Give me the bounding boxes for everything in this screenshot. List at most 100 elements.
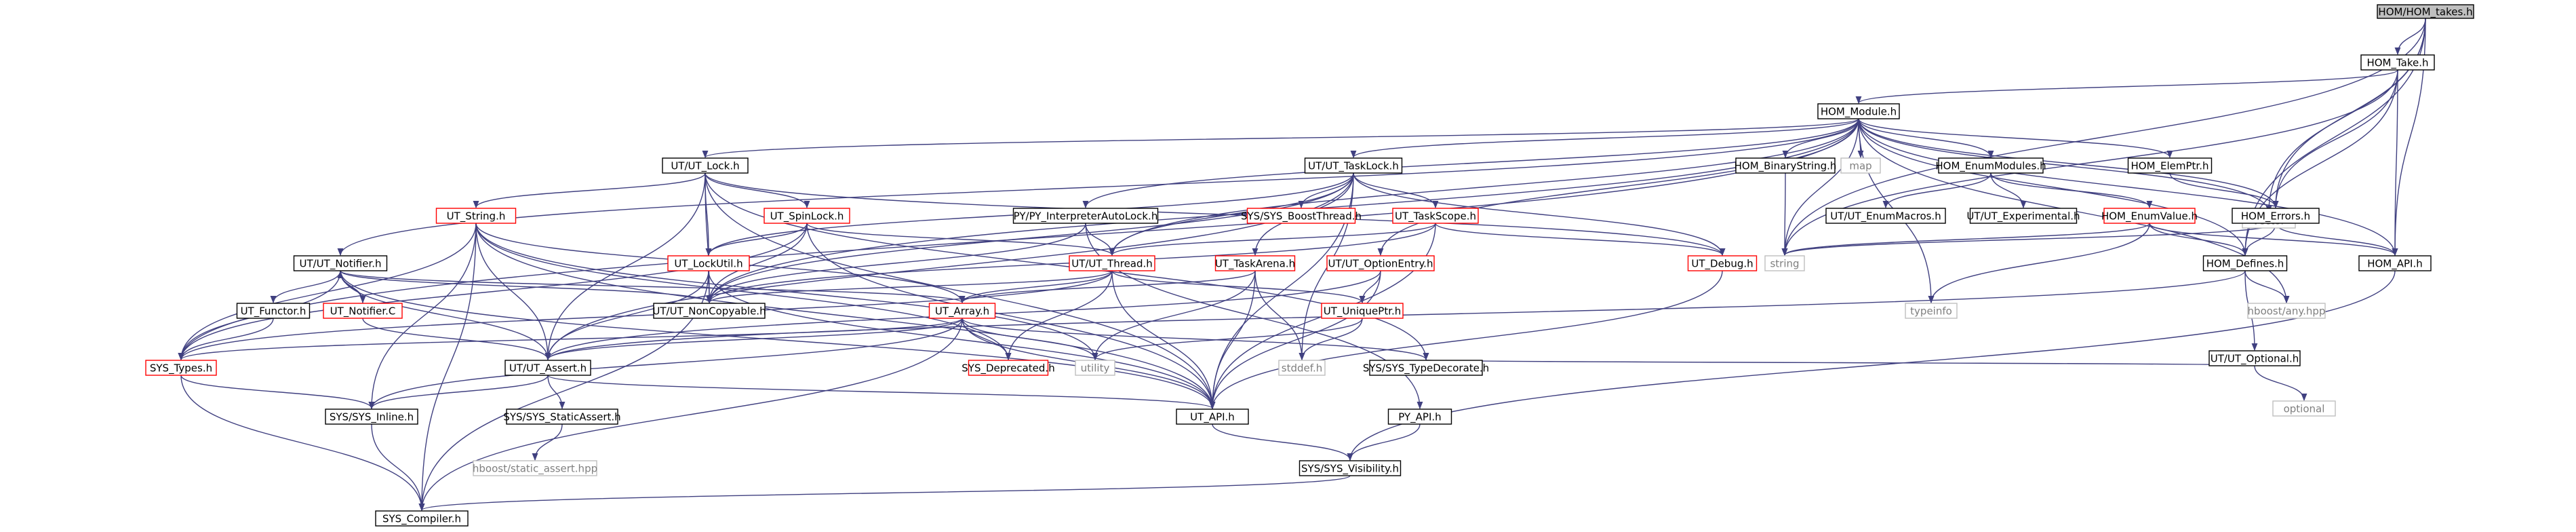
edge-notifier-to-assert bbox=[340, 270, 551, 361]
node-label: UT/UT_TaskLock.h bbox=[1308, 160, 1399, 173]
edge-defines-to-anyhpp bbox=[2244, 270, 2290, 304]
node-tasklock[interactable]: UT/UT_TaskLock.h bbox=[1304, 157, 1403, 174]
node-label: HOM_Errors.h bbox=[2241, 210, 2310, 223]
node-take[interactable]: HOM_Take.h bbox=[2360, 54, 2435, 71]
edge-spinlock-to-systypes bbox=[178, 223, 808, 361]
node-label: UT_TaskScope.h bbox=[1395, 210, 1476, 223]
node-notifierc[interactable]: UT_Notifier.C bbox=[323, 303, 403, 319]
node-binstr[interactable]: HOM_BinaryString.h bbox=[1735, 157, 1837, 174]
node-pyapi[interactable]: PY_API.h bbox=[1387, 408, 1452, 425]
node-box bbox=[2377, 4, 2474, 19]
node-box bbox=[2247, 303, 2326, 319]
edge-optional_h-to-optional bbox=[2254, 365, 2307, 402]
edge-staticassert-to-hboost_sa bbox=[532, 423, 563, 461]
node-staticassert[interactable]: SYS/SYS_StaticAssert.h bbox=[503, 408, 621, 425]
node-inline[interactable]: SYS/SYS_Inline.h bbox=[325, 408, 418, 425]
node-box bbox=[325, 408, 418, 425]
edge-enumvalue-to-string bbox=[1781, 223, 2150, 256]
edge-taskarena-to-array bbox=[959, 270, 1256, 304]
node-homapi[interactable]: HOM_API.h bbox=[2358, 255, 2432, 271]
node-label: UT_API.h bbox=[1190, 411, 1235, 424]
node-optionentry[interactable]: UT/UT_OptionEntry.h bbox=[1326, 255, 1435, 271]
edge-array-to-inline bbox=[368, 318, 963, 410]
node-enumvalue[interactable]: HOM_EnumValue.h bbox=[2101, 208, 2198, 224]
node-box bbox=[375, 510, 469, 527]
node-box bbox=[662, 157, 749, 174]
node-box bbox=[1764, 255, 1805, 271]
node-label: SYS_Types.h bbox=[150, 362, 212, 375]
node-systypes[interactable]: SYS_Types.h bbox=[145, 360, 217, 376]
node-compiler[interactable]: SYS_Compiler.h bbox=[375, 510, 469, 527]
node-box bbox=[1735, 157, 1836, 174]
node-errors[interactable]: HOM_Errors.h bbox=[2232, 208, 2320, 224]
node-box bbox=[2127, 157, 2213, 174]
node-box bbox=[2358, 255, 2432, 271]
node-lock[interactable]: UT/UT_Lock.h bbox=[662, 157, 749, 174]
node-label: UT/UT_Optional.h bbox=[2211, 353, 2299, 366]
edge-taskarena-to-utility bbox=[1092, 270, 1256, 361]
node-taskscope[interactable]: UT_TaskScope.h bbox=[1392, 208, 1479, 224]
edge-thread-to-array bbox=[959, 270, 1113, 304]
node-typedecorate[interactable]: SYS/SYS_TypeDecorate.h bbox=[1363, 360, 1489, 376]
node-array[interactable]: UT_Array.h bbox=[928, 303, 996, 319]
edge-spinlock-to-thread bbox=[806, 223, 1115, 256]
edge-enumvalue-to-typeinfo bbox=[1928, 223, 2150, 304]
node-box bbox=[764, 208, 850, 224]
edges-layer bbox=[178, 18, 2426, 512]
edge-lock-to-debug bbox=[705, 172, 1726, 256]
node-typeinfo: typeinfo bbox=[1905, 303, 1958, 319]
node-experimental[interactable]: UT/UT_Experimental.h bbox=[1966, 208, 2080, 224]
node-label: SYS_Compiler.h bbox=[382, 513, 461, 526]
node-utapi[interactable]: UT_API.h bbox=[1176, 408, 1249, 425]
node-pyautolock[interactable]: PY/PY_InterpreterAutoLock.h bbox=[1012, 208, 1159, 224]
edge-takes-to-homapi bbox=[2392, 18, 2426, 256]
node-label: optional bbox=[2284, 403, 2325, 415]
edge-array-to-compiler bbox=[418, 318, 963, 512]
edge-lockutil-to-compiler bbox=[418, 270, 709, 512]
node-module[interactable]: HOM_Module.h bbox=[1817, 103, 1900, 119]
node-hboost_sa: hboost/static_assert.hpp bbox=[473, 460, 597, 476]
node-spinlock[interactable]: UT_SpinLock.h bbox=[764, 208, 850, 224]
edge-taskscope-to-thread bbox=[1109, 223, 1436, 256]
node-box bbox=[236, 303, 311, 319]
edge-enummod-to-enummacros bbox=[1882, 172, 1992, 209]
node-box bbox=[968, 360, 1049, 376]
node-debug[interactable]: UT_Debug.h bbox=[1687, 255, 1758, 271]
node-noncopyable[interactable]: UT/UT_NonCopyable.h bbox=[652, 303, 766, 319]
node-takes[interactable]: HOM/HOM_takes.h bbox=[2377, 4, 2474, 19]
node-optional: optional bbox=[2272, 400, 2336, 417]
node-taskarena[interactable]: UT_TaskArena.h bbox=[1214, 255, 1296, 271]
node-assert[interactable]: UT/UT_Assert.h bbox=[504, 360, 591, 376]
node-enummacros[interactable]: UT/UT_EnumMacros.h bbox=[1825, 208, 1946, 224]
node-deprecated[interactable]: SYS_Deprecated.h bbox=[962, 360, 1055, 376]
node-uniqueptr[interactable]: UT_UniquePtr.h bbox=[1321, 303, 1404, 319]
node-label: UT/UT_Notifier.h bbox=[299, 258, 381, 271]
node-label: UT_LockUtil.h bbox=[674, 258, 742, 271]
node-visibility[interactable]: SYS/SYS_Visibility.h bbox=[1299, 460, 1402, 476]
node-box bbox=[1304, 157, 1403, 174]
edge-take-to-errors bbox=[2272, 69, 2398, 209]
edge-lockutil-to-utapi bbox=[708, 270, 1216, 410]
node-box bbox=[1687, 255, 1758, 271]
node-enummod[interactable]: HOM_EnumModules.h bbox=[1935, 157, 2046, 174]
node-lockutil[interactable]: UT_LockUtil.h bbox=[667, 255, 750, 271]
node-label: UT_SpinLock.h bbox=[770, 210, 844, 223]
node-optional_h[interactable]: UT/UT_Optional.h bbox=[2208, 350, 2301, 366]
node-defines[interactable]: HOM_Defines.h bbox=[2202, 255, 2288, 271]
node-label: PY_API.h bbox=[1398, 411, 1441, 424]
node-ut_string[interactable]: UT_String.h bbox=[435, 208, 517, 224]
node-notifier[interactable]: UT/UT_Notifier.h bbox=[293, 255, 388, 271]
node-boostthread[interactable]: SYS/SYS_BoostThread.h bbox=[1241, 208, 1362, 224]
node-label: UT/UT_Lock.h bbox=[671, 160, 739, 173]
edge-visibility-to-compiler bbox=[419, 475, 1351, 512]
node-box bbox=[1214, 255, 1296, 271]
node-box bbox=[2272, 400, 2336, 417]
node-functor[interactable]: UT_Functor.h bbox=[236, 303, 311, 319]
node-thread[interactable]: UT/UT_Thread.h bbox=[1069, 255, 1155, 271]
edge-module-to-elemptr bbox=[1858, 118, 2173, 159]
node-elemptr[interactable]: HOM_ElemPtr.h bbox=[2127, 157, 2213, 174]
node-label: UT_UniquePtr.h bbox=[1324, 305, 1402, 318]
node-box bbox=[1825, 208, 1946, 224]
node-label: SYS/SYS_Visibility.h bbox=[1301, 463, 1399, 476]
node-label: UT/UT_Assert.h bbox=[509, 362, 587, 375]
